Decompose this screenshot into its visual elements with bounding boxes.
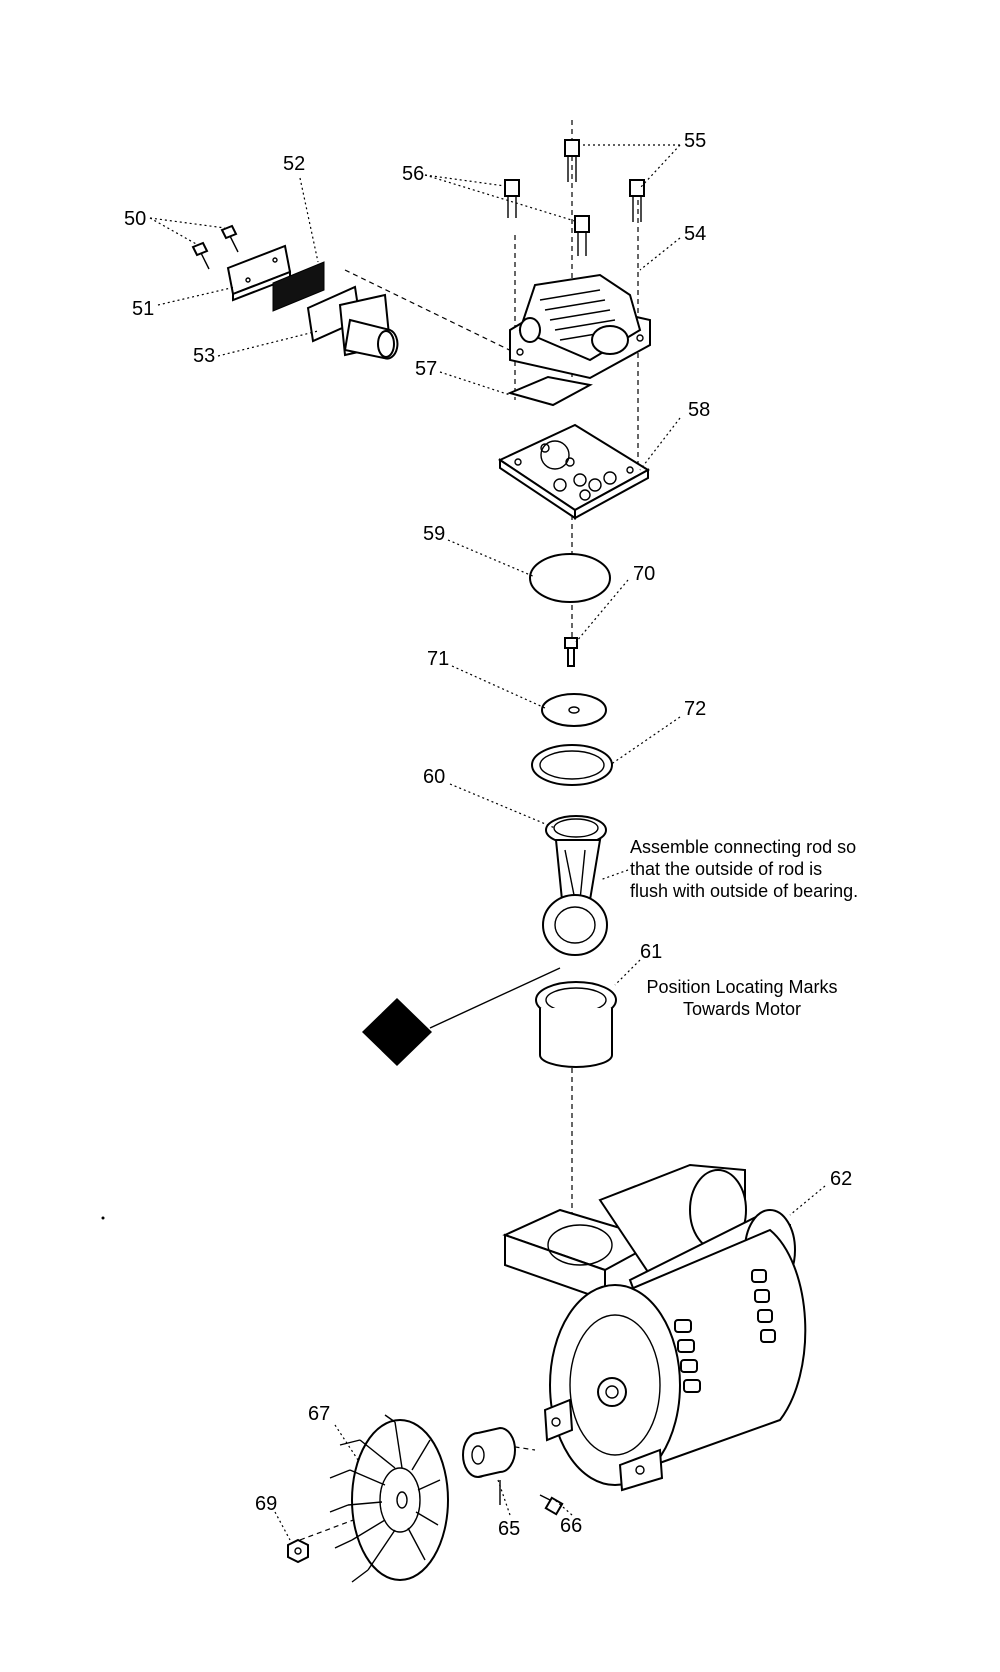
part-67-cooling-fan: [329, 1414, 449, 1583]
part-60-connecting-rod: [542, 815, 608, 956]
marks-note-line-1: Position Locating Marks: [646, 977, 837, 997]
part-70-screw: [564, 637, 578, 667]
callout-62: 62: [830, 1168, 852, 1190]
part-59-o-ring: [529, 553, 611, 603]
callout-55: 55: [684, 130, 706, 152]
locating-mark-diamond: [362, 967, 561, 1066]
assembly-notes: Assemble connecting rod so that the outs…: [630, 837, 858, 1019]
callout-52: 52: [283, 153, 305, 175]
callout-53: 53: [193, 345, 215, 367]
part-52-filter-element: [272, 261, 325, 312]
part-61-cylinder-sleeve: [535, 981, 617, 1068]
callout-59: 59: [423, 523, 445, 545]
part-71-valve-disc: [541, 693, 607, 727]
callout-71: 71: [427, 648, 449, 670]
part-54-cylinder-head: [509, 273, 651, 380]
callout-67: 67: [308, 1403, 330, 1425]
part-57-head-gasket: [506, 375, 593, 407]
rod-note-line-2: that the outside of rod is: [630, 859, 822, 879]
part-53-filter-housing: [306, 285, 399, 360]
part-55-56-head-bolts: [504, 139, 645, 256]
rod-note-line-3: flush with outside of bearing.: [630, 881, 858, 901]
part-62-motor-crankcase: [502, 1163, 807, 1492]
callout-leader-lines: [149, 144, 826, 1541]
callout-labels: 50 51 52 53 54 55 56 57 58 59 70 71 72 6…: [124, 130, 852, 1540]
rod-note-line-1: Assemble connecting rod so: [630, 837, 856, 857]
callout-57: 57: [415, 358, 437, 380]
marks-note-line-2: Towards Motor: [683, 999, 801, 1019]
callout-72: 72: [684, 698, 706, 720]
callout-61: 61: [640, 941, 662, 963]
part-72-ring: [531, 744, 613, 786]
callout-50: 50: [124, 208, 146, 230]
callout-51: 51: [132, 298, 154, 320]
callout-58: 58: [688, 399, 710, 421]
part-58-valve-plate: [497, 423, 650, 520]
stray-mark: [101, 1216, 105, 1220]
callout-56: 56: [402, 163, 424, 185]
callout-54: 54: [684, 223, 706, 245]
callout-65: 65: [498, 1518, 520, 1540]
part-66-set-screw: [539, 1494, 564, 1516]
part-69-fan-nut: [287, 1538, 309, 1564]
callout-60: 60: [423, 766, 445, 788]
part-65-hub: [462, 1426, 516, 1505]
callout-66: 66: [560, 1515, 582, 1537]
callout-69: 69: [255, 1493, 277, 1515]
part-50-screws: [191, 224, 239, 270]
callout-70: 70: [633, 563, 655, 585]
